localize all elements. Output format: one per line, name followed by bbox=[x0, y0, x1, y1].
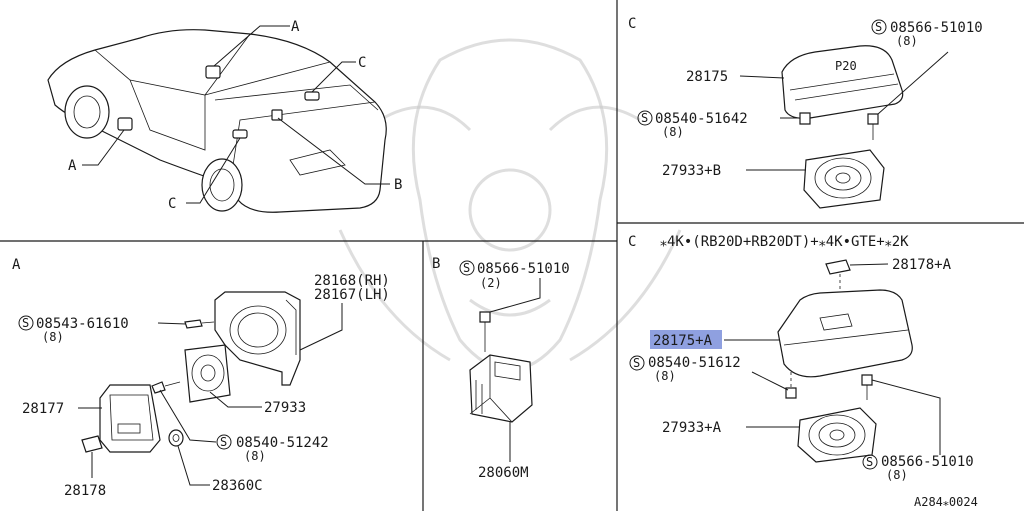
part-08540-51612: 08540-51612 bbox=[648, 355, 741, 371]
panel-a-title: A bbox=[12, 257, 21, 273]
part-27933: 27933 bbox=[264, 400, 306, 416]
callout-c-left: C bbox=[168, 196, 176, 212]
svg-text:S: S bbox=[220, 435, 227, 449]
svg-text:S: S bbox=[866, 455, 873, 469]
car-illustration bbox=[47, 29, 387, 213]
part-27933-b: 27933+B bbox=[662, 163, 721, 179]
part-08540-51242: 08540-51242 bbox=[236, 435, 329, 451]
qty-08566-51010-c2: (8) bbox=[886, 468, 908, 482]
part-08540-51642: 08540-51642 bbox=[655, 111, 748, 127]
part-08566-51010-c2: 08566-51010 bbox=[881, 454, 974, 470]
panel-c2-drawing bbox=[777, 259, 913, 463]
panel-a-drawing bbox=[81, 291, 301, 453]
qty-08540-51642: (8) bbox=[662, 125, 684, 139]
qty-08543-61610: (8) bbox=[42, 330, 64, 344]
qty-08540-51242: (8) bbox=[244, 449, 266, 463]
svg-text:S: S bbox=[22, 316, 29, 330]
callout-a-bottom: A bbox=[68, 158, 77, 174]
watermark-emblem bbox=[338, 38, 682, 372]
highlight-28175-a[interactable] bbox=[650, 330, 722, 349]
part-28175-a[interactable]: 28175+A bbox=[653, 333, 713, 349]
part-28167: 28167(LH) bbox=[314, 287, 390, 303]
part-28178-a: 28178+A bbox=[892, 257, 952, 273]
qty-08540-51612: (8) bbox=[654, 369, 676, 383]
part-08566-51010-c1: 08566-51010 bbox=[890, 20, 983, 36]
part-08566-51010-b: 08566-51010 bbox=[477, 261, 570, 277]
panel-b-drawing bbox=[469, 311, 533, 423]
part-28177: 28177 bbox=[22, 401, 64, 417]
callout-b: B bbox=[394, 177, 402, 193]
cover-logo-text: P20 bbox=[835, 59, 857, 73]
part-28060m: 28060M bbox=[478, 465, 529, 481]
callout-a-top: A bbox=[291, 19, 300, 35]
panel-c2-title: C bbox=[628, 234, 636, 250]
panel-b-title: B bbox=[432, 256, 440, 272]
qty-08566-51010-b: (2) bbox=[480, 276, 502, 290]
panel-c1-labels: S 08566-51010 (8) 28175 S 08540-51642 (8… bbox=[637, 19, 983, 179]
svg-text:S: S bbox=[633, 356, 640, 370]
svg-text:S: S bbox=[641, 111, 648, 125]
svg-text:S: S bbox=[875, 20, 882, 34]
part-27933-a: 27933+A bbox=[662, 420, 722, 436]
panel-c1-drawing: P20 bbox=[781, 45, 904, 209]
panel-c1-title: C bbox=[628, 16, 636, 32]
svg-text:S: S bbox=[463, 261, 470, 275]
part-08543-61610: 08543-61610 bbox=[36, 316, 129, 332]
part-28178: 28178 bbox=[64, 483, 106, 499]
part-28360c: 28360C bbox=[212, 478, 263, 494]
car-callouts: A A C C B bbox=[68, 19, 402, 212]
panel-b-labels: S 08566-51010 (2) 28060M bbox=[459, 260, 570, 481]
diagram-code: A284⁎0024 bbox=[914, 495, 978, 509]
panel-a-labels: 28168(RH) 28167(LH) 08543-61610 (8) S 27… bbox=[18, 273, 390, 499]
panel-c2-header: ⁎4K•(RB20D+RB20DT)+⁎4K•GTE+⁎2K bbox=[660, 234, 909, 250]
callout-c-right: C bbox=[358, 55, 366, 71]
qty-08566-51010-c1: (8) bbox=[896, 34, 918, 48]
panel-c2-labels: 28178+A 28175+A S 08540-51612 (8) 27933+… bbox=[629, 257, 974, 482]
part-28168: 28168(RH) bbox=[314, 273, 390, 289]
part-28175: 28175 bbox=[686, 69, 728, 85]
